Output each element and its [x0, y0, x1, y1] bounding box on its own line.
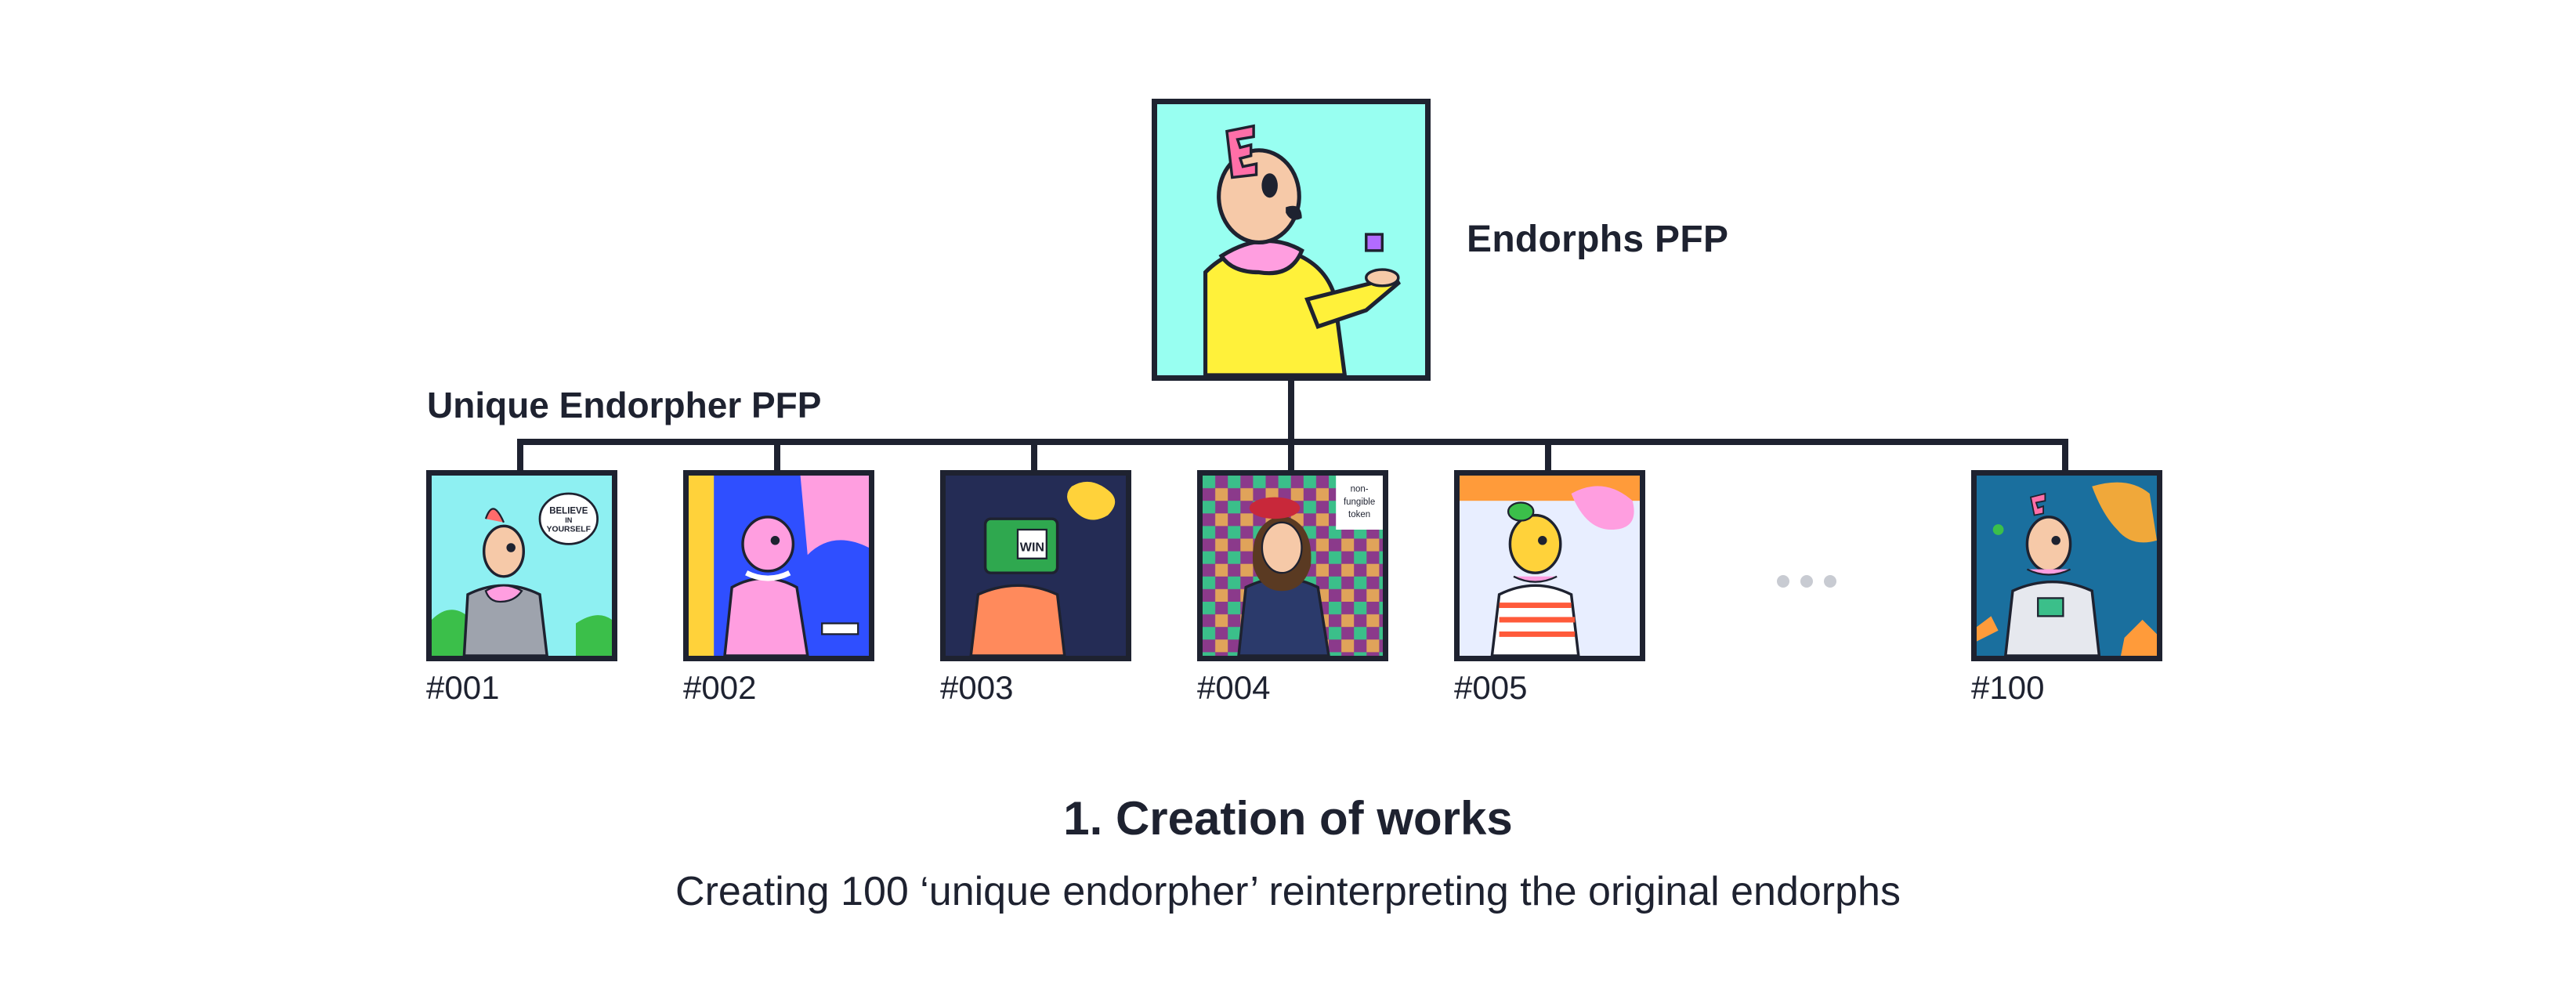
- svg-text:non-: non-: [1351, 485, 1369, 494]
- step-title: 1. Creation of works: [1063, 792, 1513, 845]
- svg-text:WIN: WIN: [1020, 541, 1044, 555]
- svg-text:IN: IN: [565, 516, 573, 524]
- pfp-id-100: #100: [1971, 669, 2045, 706]
- svg-text:YOURSELF: YOURSELF: [547, 525, 591, 534]
- root-stem-line: [1288, 381, 1294, 443]
- branch-drop-004: [1288, 439, 1294, 473]
- branch-drop-001: [517, 439, 523, 473]
- pfp-card-003: WIN: [940, 470, 1131, 661]
- root-pfp-image: [1152, 99, 1431, 381]
- svg-text:token: token: [1348, 510, 1370, 519]
- painter-endorph-illustration: [1460, 476, 1640, 656]
- knight-endorph-illustration: BELIEVE IN YOURSELF: [432, 476, 612, 656]
- more-items-ellipsis: [1777, 575, 1836, 588]
- pfp-card-002: [683, 470, 874, 661]
- pfp-id-004: #004: [1197, 669, 1271, 706]
- astronaut-endorph-illustration: [1977, 476, 2157, 656]
- branch-drop-100: [2062, 439, 2068, 473]
- pfp-id-003: #003: [940, 669, 1014, 706]
- pfp-card-004: non- fungible token: [1197, 470, 1388, 661]
- ellipsis-dot: [1777, 575, 1789, 588]
- pfp-card-005: [1454, 470, 1645, 661]
- svg-text:BELIEVE: BELIEVE: [549, 506, 588, 516]
- svg-text:fungible: fungible: [1344, 498, 1375, 507]
- ellipsis-dot: [1800, 575, 1813, 588]
- pfp-id-005: #005: [1454, 669, 1528, 706]
- ellipsis-dot: [1824, 575, 1836, 588]
- pfp-card-100: [1971, 470, 2162, 661]
- branch-drop-002: [774, 439, 780, 473]
- root-label: Endorphs PFP: [1467, 219, 1729, 260]
- princess-endorph-illustration: [689, 476, 869, 656]
- group-label: Unique Endorpher PFP: [427, 385, 822, 425]
- branch-drop-005: [1545, 439, 1551, 473]
- step-description: Creating 100 ‘unique endorpher’ reinterp…: [675, 869, 1901, 914]
- pfp-id-001: #001: [426, 669, 500, 706]
- pfp-card-001: BELIEVE IN YOURSELF: [426, 470, 617, 661]
- mona-lisa-endorph-illustration: non- fungible token: [1203, 476, 1383, 656]
- pfp-id-002: #002: [683, 669, 757, 706]
- endorph-character-illustration: [1157, 104, 1425, 375]
- robot-endorph-illustration: WIN: [946, 476, 1126, 656]
- branch-drop-003: [1031, 439, 1037, 473]
